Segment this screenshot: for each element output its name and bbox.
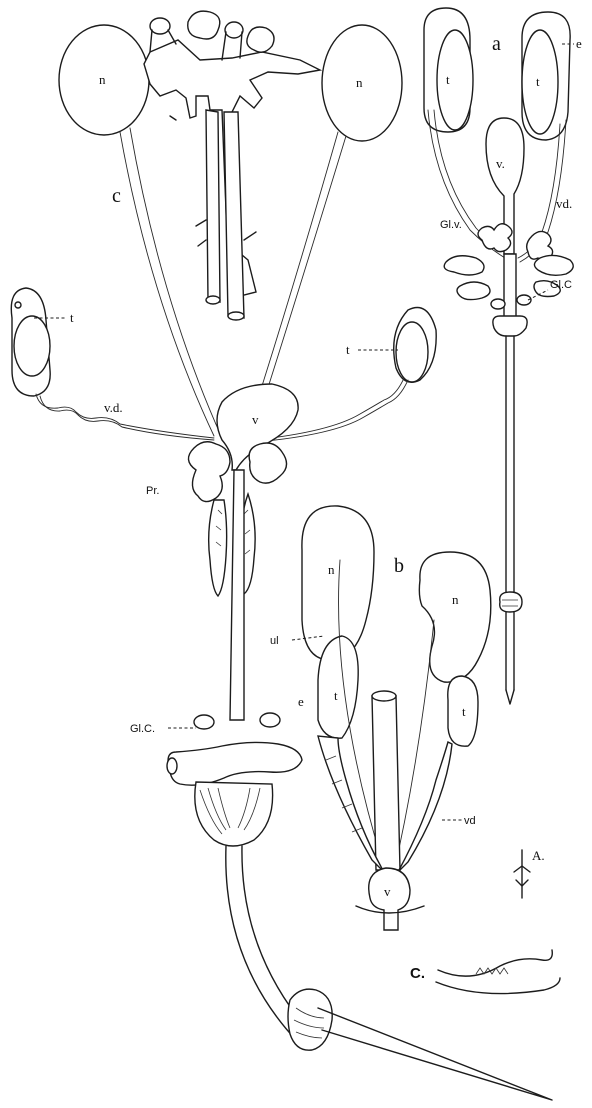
detail-c: C. <box>410 950 560 994</box>
fig-a-bulb <box>493 316 527 336</box>
fig-c-label-glc: Gl.C. <box>130 723 155 735</box>
fig-c-vd-left <box>36 394 214 438</box>
fig-b-label-t-left: t <box>334 688 338 703</box>
fig-c-prepuce-ring <box>288 989 332 1050</box>
fig-a-letter: a <box>492 33 501 55</box>
fig-c-bulbar-mass <box>195 782 273 846</box>
fig-c-label-n-right: n <box>356 75 363 90</box>
fig-a-tip <box>506 690 514 704</box>
fig-c-vena-long <box>206 110 220 302</box>
fig-a-label-vd: vd. <box>556 196 572 211</box>
fig-a-urethra-upper <box>504 254 516 318</box>
fig-c-ureter-left <box>120 132 214 436</box>
fig-a-label-glv: Gl.v. <box>440 219 462 231</box>
fig-a-label-v: v. <box>496 156 505 171</box>
fig-b-label-t-right: t <box>462 704 466 719</box>
fig-b-label-e: e <box>298 694 304 709</box>
fig-b-kidney-right <box>419 552 490 682</box>
fig-c-suprarenal-1 <box>188 11 220 39</box>
fig-c-cut-end-2 <box>228 312 244 320</box>
fig-c-glans <box>318 1008 552 1100</box>
fig-c-gland-right <box>260 713 280 727</box>
fig-c-label-n-left: n <box>99 72 106 87</box>
fig-a-glc-left <box>491 299 505 309</box>
fig-b-testis-left <box>318 636 358 738</box>
fig-a-gl-lobes-left <box>444 256 490 300</box>
fig-b-label-ul: ul <box>270 635 279 647</box>
fig-c-letter: c <box>112 185 121 207</box>
fig-c-cowper-left <box>209 500 227 596</box>
fig-b-label-v: v <box>384 884 391 899</box>
fig-b-label-vd: vd <box>464 815 476 827</box>
fig-a-prepuce <box>500 592 522 612</box>
fig-b-vesicle <box>369 868 410 930</box>
fig-c-cut-end-1 <box>206 296 220 304</box>
fig-c-penis-shaft-l <box>226 846 296 1040</box>
fig-c-prostate-right <box>249 443 286 483</box>
fig-c-vessel-cut-1 <box>150 18 170 34</box>
fig-a-label-t-left: t <box>446 72 450 87</box>
fig-a-testis-right-inner <box>522 30 558 134</box>
fig-c-prostate-left <box>188 442 230 502</box>
figure-b: b n n t e ul t vd v <box>270 506 491 930</box>
detail-a: A. <box>514 848 545 898</box>
fig-a-glv-left <box>478 224 512 252</box>
fig-a-testis-left-inner <box>437 30 473 130</box>
fig-c-label-pr: Pr. <box>146 485 159 497</box>
figure-c: n n t v.d. t <box>11 11 552 1100</box>
fig-c-vd-left-2 <box>40 396 214 440</box>
fig-c-vessel-cut-2 <box>225 22 243 38</box>
fig-b-cord-right <box>398 742 452 872</box>
fig-b-label-n-right: n <box>452 592 459 607</box>
fig-c-testis-left-body <box>14 316 50 376</box>
fig-b-label-n-left: n <box>328 562 335 577</box>
fig-c-urethra <box>230 470 244 720</box>
detail-c-label: C. <box>410 965 425 982</box>
fig-b-cylinder <box>372 696 400 870</box>
detail-c-outline <box>436 950 560 994</box>
fig-c-aorta-long <box>224 112 244 318</box>
fig-c-label-vd: v.d. <box>104 400 123 415</box>
fig-a-label-glc: Gl.C <box>550 279 572 291</box>
fig-a-label-e: e <box>576 36 582 51</box>
fig-c-gland-left <box>194 715 214 729</box>
detail-c-serration <box>476 968 508 974</box>
fig-c-testis-right-body <box>396 322 428 382</box>
fig-c-label-t-right: t <box>346 342 350 357</box>
fig-a-label-t-right: t <box>536 74 540 89</box>
fig-c-label-v: v <box>252 412 259 427</box>
fig-b-letter: b <box>394 555 404 577</box>
fig-c-suprarenal-2 <box>247 27 274 52</box>
fig-c-label-t-left: t <box>70 310 74 325</box>
fig-b-cylinder-cut <box>372 691 396 701</box>
fig-c-bulb-cut <box>167 758 177 774</box>
fig-c-bulb <box>168 742 302 785</box>
detail-a-label: A. <box>532 848 545 863</box>
